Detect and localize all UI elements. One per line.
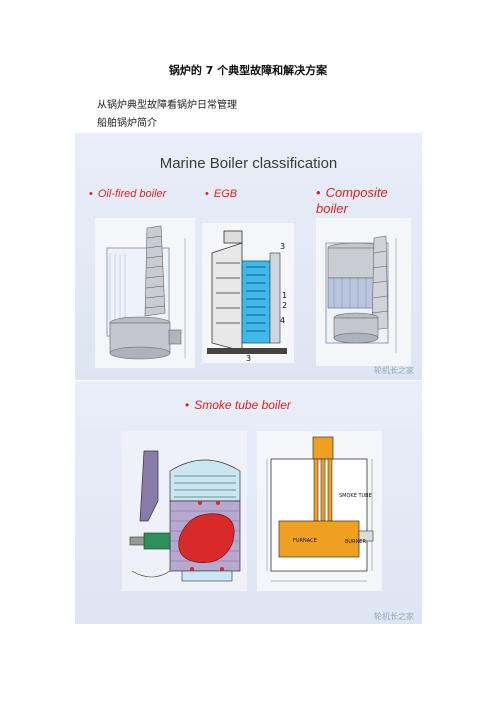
svg-text:3: 3 <box>246 354 251 363</box>
slide-title: Marine Boiler classification <box>159 155 338 172</box>
bullet-smoke-tube-label: Smoke tube boiler <box>194 398 291 412</box>
composite-boiler-diagram <box>316 218 411 366</box>
bullet-egb-label: EGB <box>213 188 238 200</box>
svg-text:3: 3 <box>280 242 285 251</box>
egb-diagram: 3 1 2 4 3 <box>202 223 294 363</box>
bullet-smoke-tube: •Smoke tube boiler <box>185 398 291 412</box>
watermark: 轮机长之家 <box>374 612 414 621</box>
bullet-composite: •Composite boiler <box>316 185 388 216</box>
paragraph-boiler-management: 从锅炉典型故障看锅炉日常管理 <box>97 100 237 111</box>
smoke-tube-schematic-diagram: SMOKE TUBE FURNACE BURNER <box>257 431 382 591</box>
smoke-tube-label: SMOKE TUBE <box>339 493 372 499</box>
oil-fired-boiler-diagram <box>95 218 195 368</box>
svg-text:4: 4 <box>280 316 285 325</box>
slide-smoke-tube-boiler: •Smoke tube boiler <box>75 381 422 624</box>
burner-label: BURNER <box>345 539 366 545</box>
slide-boiler-classification: Marine Boiler classification •Oil-fired … <box>75 133 422 380</box>
bullet-oil-fired: •Oil-fired boiler <box>89 188 167 200</box>
svg-text:1: 1 <box>282 291 287 300</box>
watermark: 轮机长之家 <box>374 366 414 375</box>
bullet-oil-fired-label: Oil-fired boiler <box>97 188 167 200</box>
smoke-tube-cutaway-diagram <box>122 431 247 591</box>
doc-title: 锅炉的 7 个典型故障和解决方案 <box>168 64 328 77</box>
svg-text:2: 2 <box>282 301 287 310</box>
paragraph-boiler-intro: 船舶锅炉简介 <box>97 118 157 129</box>
bullet-egb: •EGB <box>205 188 238 200</box>
furnace-label: FURNACE <box>293 538 317 544</box>
bullet-composite-label: Composite boiler <box>316 185 388 216</box>
